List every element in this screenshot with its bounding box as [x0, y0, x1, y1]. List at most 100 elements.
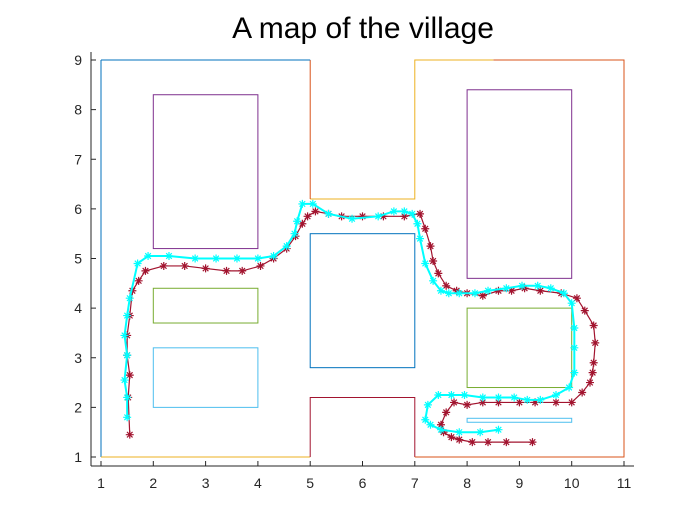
- series-1-point-52: [447, 390, 456, 399]
- series-0-point-26: [416, 209, 425, 218]
- series-0-point-41: [580, 306, 589, 315]
- building-3: [309, 233, 416, 369]
- series-1-point-1: [123, 393, 132, 402]
- x-tick-label-3: 4: [254, 475, 262, 491]
- series-0-point-25: [400, 212, 409, 221]
- series-0-point-20: [311, 207, 320, 216]
- series-0-point-17: [291, 232, 300, 241]
- series-0-point-62: [484, 438, 493, 447]
- series-0-point-30: [434, 269, 443, 278]
- x-tick-label-4: 5: [306, 475, 314, 491]
- buildings: [152, 89, 573, 423]
- series-1-point-43: [570, 368, 579, 377]
- series-0-point-29: [429, 256, 438, 265]
- series-1-point-42: [570, 343, 579, 352]
- x-tick-label-7: 8: [463, 475, 471, 491]
- y-tick-label-8: 9: [74, 52, 82, 68]
- series-0-point-44: [589, 358, 598, 367]
- series-0-point-63: [502, 438, 511, 447]
- series-1-point-60: [494, 425, 503, 434]
- series-0-point-9: [159, 261, 168, 270]
- series-0-point-59: [447, 433, 456, 442]
- series-1-point-59: [476, 428, 485, 437]
- series-1-point-38: [546, 284, 555, 293]
- series-0-point-27: [421, 224, 430, 233]
- series-1-point-12: [232, 254, 241, 263]
- series-1-point-29: [429, 276, 438, 285]
- outline-segment-2: [309, 396, 416, 457]
- map-outline: [100, 59, 625, 458]
- series-1-point-31: [444, 289, 453, 298]
- series-1-point-51: [460, 390, 469, 399]
- series-0-point-36: [507, 286, 516, 295]
- series-0-point-23: [358, 212, 367, 221]
- series-0-point-10: [180, 261, 189, 270]
- series-1-point-45: [552, 390, 561, 399]
- outline-segment-3: [414, 59, 625, 458]
- series-1-point-37: [533, 281, 542, 290]
- series-1-point-22: [374, 212, 383, 221]
- series-1-point-28: [421, 259, 430, 268]
- series-1-point-49: [494, 393, 503, 402]
- x-tick-label-1: 2: [149, 475, 157, 491]
- series-1-point-36: [518, 281, 527, 290]
- y-tick-label-0: 1: [74, 449, 82, 465]
- series-0-point-19: [303, 212, 312, 221]
- series-1-point-4: [120, 331, 129, 340]
- series-1-point-11: [212, 254, 221, 263]
- outline-segment-4: [310, 59, 494, 200]
- x-tick-label-10: 11: [617, 475, 632, 491]
- series-1-point-10: [191, 254, 200, 263]
- series-1-point-46: [536, 395, 545, 404]
- series-1-point-53: [434, 390, 443, 399]
- building-6: [466, 417, 573, 423]
- x-tick-label-5: 6: [359, 475, 367, 491]
- series-1-point-24: [400, 207, 409, 216]
- x-tick-label-2: 3: [202, 475, 210, 491]
- y-tick-label-7: 8: [74, 102, 82, 118]
- series-0-point-35: [494, 286, 503, 295]
- series-0-point-8: [141, 266, 150, 275]
- series-0-point-57: [436, 420, 445, 429]
- y-tick-label-2: 3: [74, 350, 82, 366]
- series-1-point-3: [123, 351, 132, 360]
- series-0-point-52: [494, 398, 503, 407]
- series-1-point-58: [455, 428, 464, 437]
- chart-title: A map of the village: [232, 12, 494, 45]
- series-0-point-31: [442, 281, 451, 290]
- series-1-point-15: [282, 242, 291, 251]
- series-0-point-53: [478, 398, 487, 407]
- series-1-point-44: [565, 383, 574, 392]
- series-0-point-51: [515, 398, 524, 407]
- series-1-point-47: [523, 395, 532, 404]
- series-0-point-50: [531, 398, 540, 407]
- series-0-point-45: [588, 368, 597, 377]
- series-1-point-55: [421, 415, 430, 424]
- series-1-point-5: [123, 311, 132, 320]
- series-0-point-24: [379, 212, 388, 221]
- series-1-point-17: [293, 217, 302, 226]
- series-1-point-54: [423, 400, 432, 409]
- series-0-point-54: [463, 400, 472, 409]
- series-0-point-18: [298, 219, 307, 228]
- series-0-point-38: [536, 286, 545, 295]
- series-0-point-61: [468, 438, 477, 447]
- series-1-point-35: [502, 284, 511, 293]
- series-0-point-2: [125, 371, 134, 380]
- series-1-point-27: [416, 234, 425, 243]
- y-tick-label-5: 6: [74, 201, 82, 217]
- series-1-point-48: [510, 393, 519, 402]
- series-1-point-25: [408, 209, 417, 218]
- building-2: [152, 347, 259, 408]
- series-0-point-49: [552, 398, 561, 407]
- y-tick-label-3: 4: [74, 300, 82, 316]
- series-0-point-0: [125, 430, 134, 439]
- series-1-point-14: [269, 252, 278, 261]
- series-1-point-13: [253, 254, 262, 263]
- series-1-point-23: [389, 207, 398, 216]
- y-tick-label-4: 5: [74, 251, 82, 267]
- series-0-point-28: [426, 242, 435, 251]
